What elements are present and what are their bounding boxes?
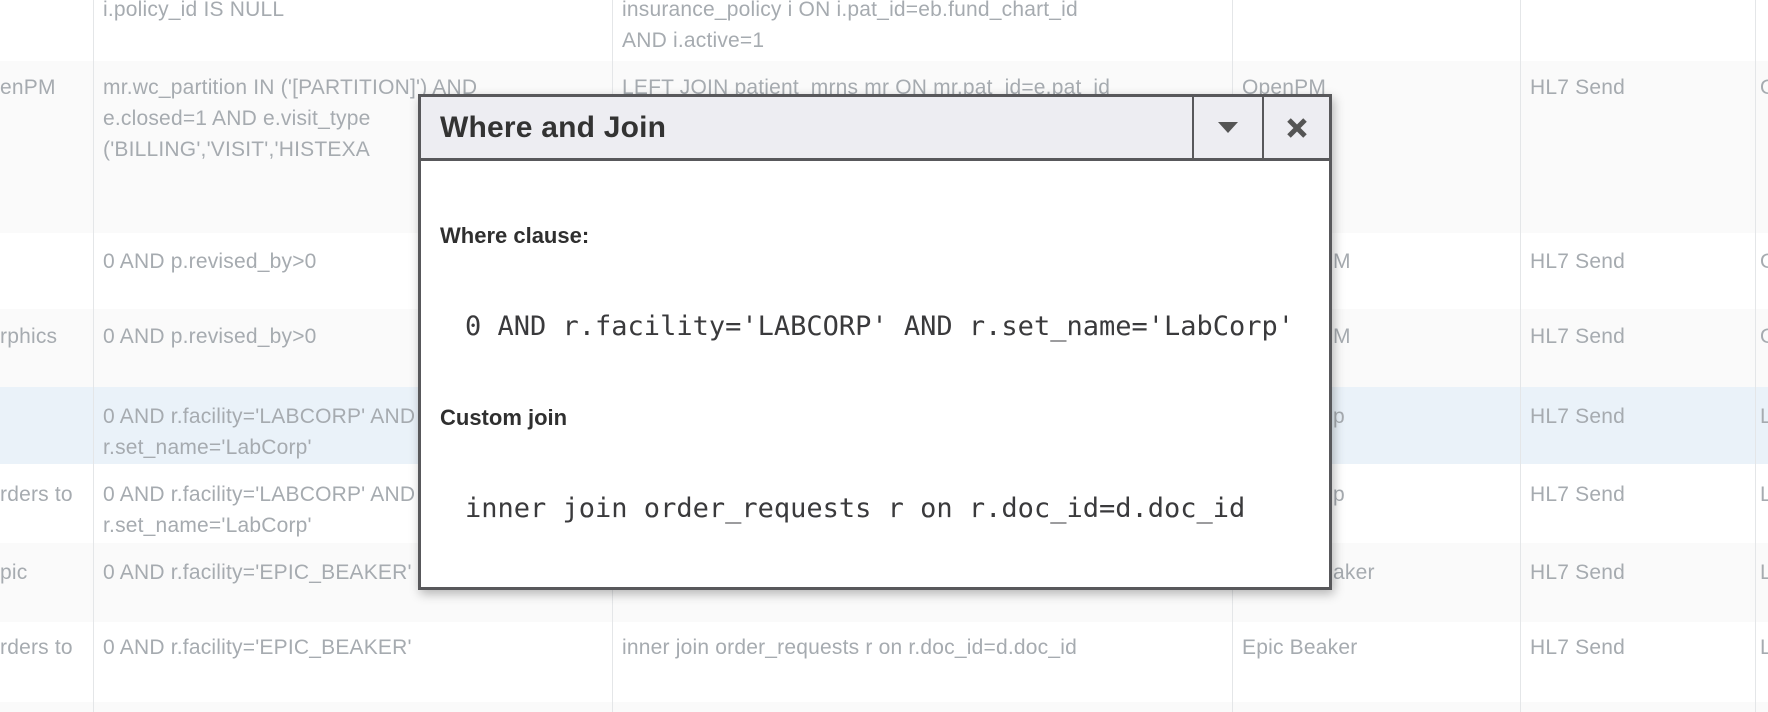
table-cell-a: rphics xyxy=(0,325,58,348)
where-clause-value: 0 AND r.facility='LABCORP' AND r.set_nam… xyxy=(465,311,1295,342)
table-row[interactable]: i.policy_id IS NULL insurance_policy i ON… xyxy=(0,0,1768,61)
table-cell-d: M xyxy=(1333,325,1351,348)
table-cell-d: OpenPM xyxy=(1242,76,1327,99)
column-divider xyxy=(93,0,94,712)
table-cell-c: inner join order_requests r on r.doc_id=… xyxy=(622,636,1077,659)
collapse-button[interactable] xyxy=(1192,97,1262,158)
dialog-body: Where clause: 0 AND r.facility='LABCORP'… xyxy=(421,161,1329,591)
table-row[interactable]: rders to 0 AND r.facility='EPIC_BEAKER' in… xyxy=(0,622,1768,702)
table-cell-f: O xyxy=(1760,72,1768,103)
table-cell-a: rders to xyxy=(0,483,73,506)
table-cell-b: 0 AND r.facility='EPIC_BEAKER' xyxy=(103,636,412,659)
custom-join-value: inner join order_requests r on r.doc_id=… xyxy=(465,493,1246,524)
table-cell-e: HL7 Send xyxy=(1530,325,1626,348)
table-cell-d: p xyxy=(1333,405,1345,428)
close-icon xyxy=(1286,117,1307,138)
table-cell-e: HL7 Send xyxy=(1530,561,1626,584)
table-cell-d: Epic Beaker xyxy=(1242,636,1358,659)
table-cell-c: LEFT JOIN patient_mrns mr ON mr.pat_id=e… xyxy=(622,76,1111,99)
table-cell-f: L xyxy=(1760,483,1768,506)
caret-down-icon xyxy=(1218,122,1238,133)
column-divider xyxy=(1520,0,1521,712)
dialog-title-bar[interactable]: Where and Join xyxy=(421,97,1329,161)
dialog-title: Where and Join xyxy=(440,110,667,144)
table-cell-f: O xyxy=(1760,321,1768,352)
table-cell-b: 0 AND p.revised_by>0 xyxy=(103,325,317,348)
table-cell-f: O xyxy=(1760,246,1768,277)
table-cell-f: L xyxy=(1760,636,1768,659)
table-cell-e: HL7 Send xyxy=(1530,250,1626,273)
table-cell-a: rders to xyxy=(0,636,73,659)
table-cell-a: enPM xyxy=(0,76,56,99)
table-cell-d: aker xyxy=(1333,561,1375,584)
close-button[interactable] xyxy=(1262,97,1329,158)
table-cell-c: insurance_policy i ON i.pat_id=eb.fund_c… xyxy=(622,0,1078,52)
where-clause-label: Where clause: xyxy=(440,223,590,248)
table-cell-b: 0 AND r.facility='EPIC_BEAKER' xyxy=(103,561,412,584)
table-cell-d: p xyxy=(1333,483,1345,506)
table-cell-d: M xyxy=(1333,250,1351,273)
table-row[interactable] xyxy=(0,702,1768,712)
table-cell-e: HL7 Send xyxy=(1530,76,1626,99)
table-cell-f: L xyxy=(1760,561,1768,584)
table-cell-f: L xyxy=(1760,405,1768,428)
table-cell-e: HL7 Send xyxy=(1530,636,1626,659)
table-cell-e: HL7 Send xyxy=(1530,405,1626,428)
where-join-dialog: Where and Join Where clause: 0 AND r.fac… xyxy=(418,94,1332,590)
table-cell-b: 0 AND p.revised_by>0 xyxy=(103,250,317,273)
table-cell-a: pic xyxy=(0,561,28,584)
column-divider xyxy=(1755,0,1756,712)
custom-join-label: Custom join xyxy=(440,405,568,430)
table-cell-e: HL7 Send xyxy=(1530,483,1626,506)
table-cell-b: i.policy_id IS NULL xyxy=(103,0,285,21)
